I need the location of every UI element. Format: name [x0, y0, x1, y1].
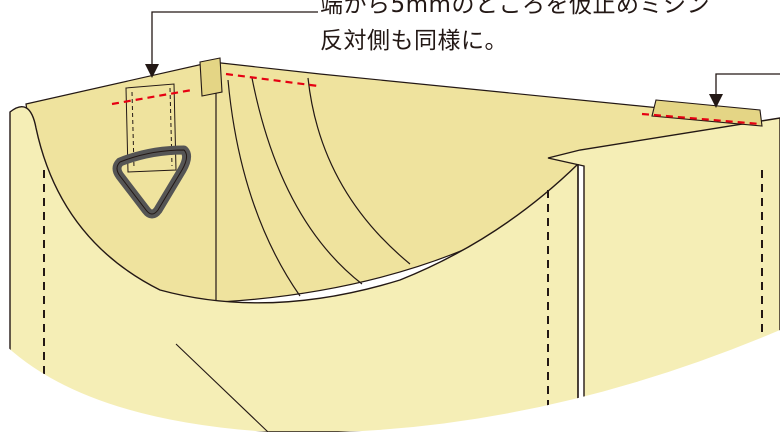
annotation-line-2: 反対側も同様に。 [320, 28, 508, 54]
pointer-arrow-right [709, 73, 780, 108]
inner-fold-line [307, 77, 411, 265]
gusset-tab [199, 57, 223, 97]
d-ring-icon [112, 145, 192, 219]
bag-left-front-panel [9, 106, 579, 433]
basting-stitch-left [111, 88, 193, 106]
bag-right-side-panel [547, 117, 780, 433]
inner-fold-line [227, 79, 301, 297]
right-flap-tab [651, 99, 763, 127]
pointer-arrow-icon [145, 64, 159, 78]
pointer-arrow-left [145, 11, 318, 78]
basting-stitch-center [225, 72, 319, 88]
annotation-line-1: 端から5mmのところを仮止めミシン [320, 0, 710, 18]
lower-fold-line [175, 343, 269, 433]
inner-fold-line [251, 77, 363, 285]
basting-stitch-right [641, 112, 761, 126]
pointer-arrow-icon [709, 94, 723, 108]
